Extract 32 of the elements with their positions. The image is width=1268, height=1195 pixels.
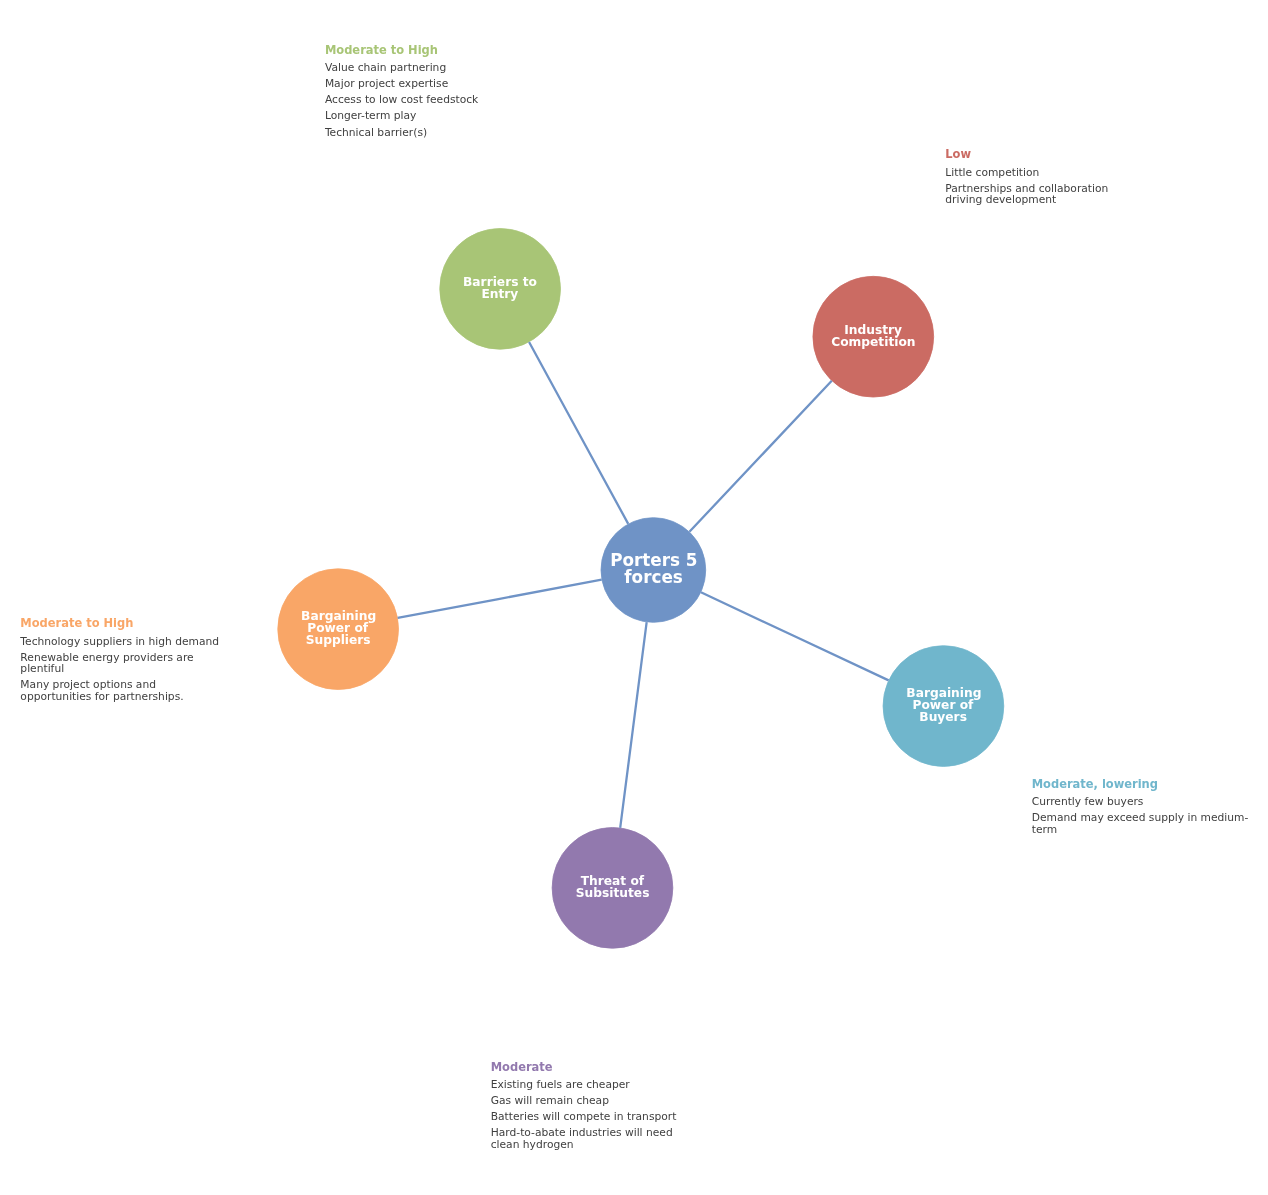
node-label: Batteries will compete in transport [490, 1109, 677, 1123]
node-label: Hard-to-abate industries will need clean hydrogen [490, 1125, 673, 1151]
node-circle: Industry Competition [812, 275, 935, 397]
connector [700, 590, 890, 681]
node-label: Longer-term play [324, 108, 417, 122]
node-label: Low [945, 146, 972, 161]
node-label: Technical barrier(s) [324, 125, 428, 139]
node-label: Major project expertise [324, 76, 449, 90]
node-circle: Barriers to Entry [439, 227, 561, 350]
node-label: Moderate [490, 1059, 553, 1074]
node-label: Moderate to High [20, 615, 134, 630]
node-label: Moderate, lowering [1031, 776, 1158, 791]
node-label: Currently few buyers [1031, 794, 1144, 808]
node-circle: Bargaining Power of Suppliers [277, 567, 399, 690]
node-label: Demand may exceed supply in medium-term [1031, 810, 1249, 836]
connector [397, 578, 602, 619]
connector [619, 621, 648, 828]
node-label: Access to low cost feedstock [324, 92, 479, 106]
node-label: Gas will remain cheap [490, 1093, 609, 1107]
node-label: Renewable energy providers are plentiful [20, 650, 194, 675]
node-circle: Threat of Subsitutes [551, 826, 674, 949]
node-circle: Bargaining Power of Buyers [882, 644, 1005, 767]
node-label: Technology suppliers in high demand [20, 634, 220, 648]
connector [688, 379, 833, 532]
node-label: Many project options and opportunities for partnerships. [20, 677, 184, 703]
node-label: Value chain partnering [324, 60, 447, 74]
node-label: Moderate to High [324, 42, 438, 57]
node-label: Little competition [945, 164, 1040, 178]
connector [528, 340, 630, 524]
node-label: Partnerships and collaboration driving development [945, 181, 1109, 206]
node-label: Existing fuels are cheaper [490, 1077, 630, 1091]
node-circle: Porters 5 forces [600, 516, 707, 623]
